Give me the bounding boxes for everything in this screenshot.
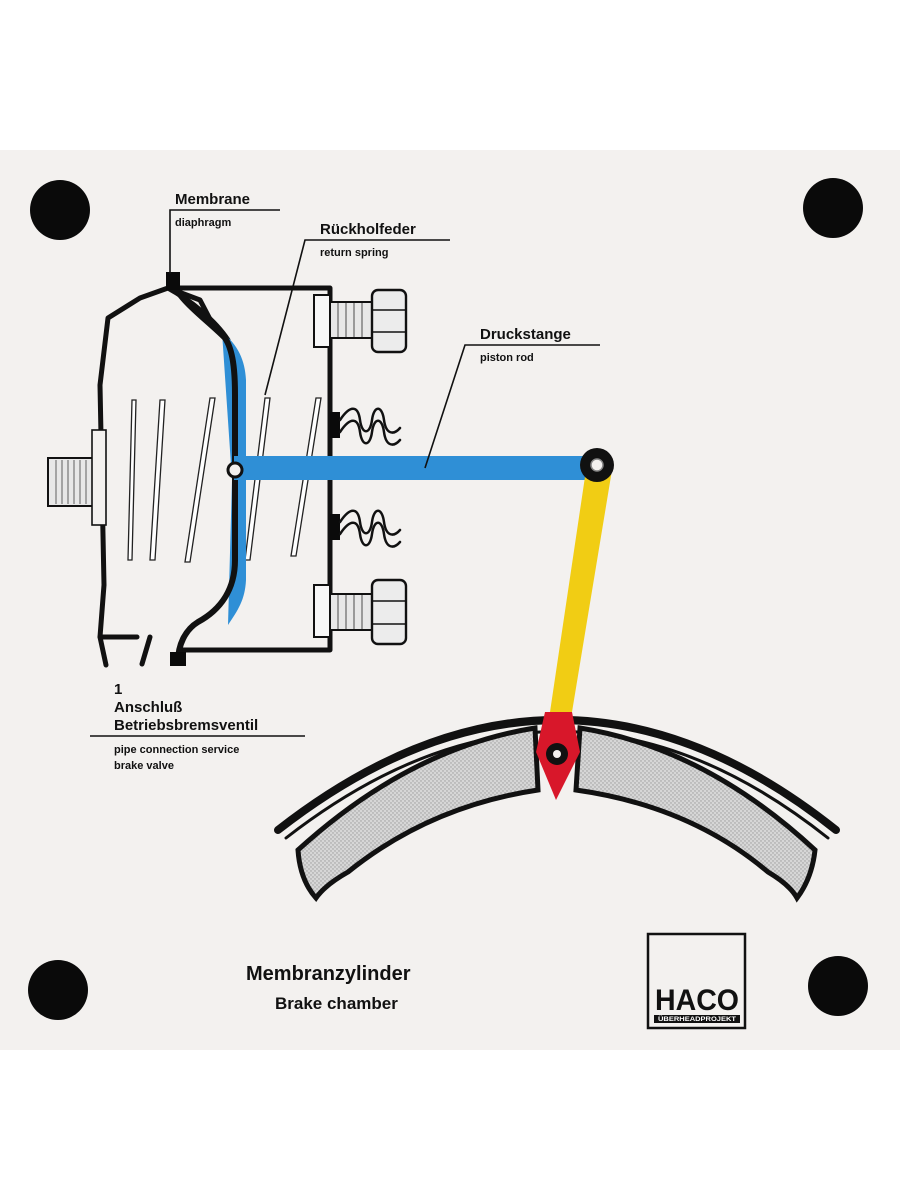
mounting-hole-bottom-left: [28, 960, 88, 1020]
mounting-hole-bottom-right: [808, 956, 868, 1016]
label-connection-en-1: pipe connection service: [114, 744, 239, 756]
label-piston-rod-en: piston rod: [480, 352, 534, 364]
logo-tagline: ÜBERHEADPROJEKT: [658, 1016, 736, 1023]
label-return-spring-en: return spring: [320, 247, 388, 259]
dust-boot: [330, 407, 402, 548]
haco-logo: HACO ÜBERHEADPROJEKT: [646, 932, 747, 1030]
chamber-housing-bottom: [97, 634, 153, 668]
mounting-bolt-bottom: [313, 578, 408, 646]
mounting-bolt-top: [313, 288, 408, 354]
label-diaphragm-de: Membrane: [175, 191, 250, 208]
diaphragm-membrane: [169, 277, 238, 665]
label-diaphragm-en: diaphragm: [175, 217, 231, 229]
title-english: Brake chamber: [275, 994, 398, 1013]
logo-name: HACO: [655, 984, 739, 1017]
title-german: Membranzylinder: [246, 963, 411, 985]
diaphragm-pivot: [226, 461, 244, 479]
brake-lining-left: [295, 725, 541, 903]
mounting-hole-top-left: [30, 180, 90, 240]
brake-lining-right: [573, 725, 818, 903]
slack-adjuster-lever: [550, 470, 612, 712]
brake-shoes: [274, 712, 840, 903]
return-spring-left-coils: [127, 397, 216, 563]
callout-leaders: [90, 209, 600, 737]
piston-rod: [234, 456, 596, 480]
panel-background: [0, 150, 900, 1050]
label-connection-number: 1: [114, 681, 122, 698]
label-connection-de-1: Anschluß: [114, 699, 182, 716]
label-return-spring-de: Rückholfeder: [320, 221, 416, 238]
label-connection-en-2: brake valve: [114, 760, 174, 772]
label-piston-rod-de: Druckstange: [480, 326, 571, 343]
label-connection-de-2: Betriebsbremsventil: [114, 717, 258, 734]
mounting-hole-top-right: [803, 178, 863, 238]
